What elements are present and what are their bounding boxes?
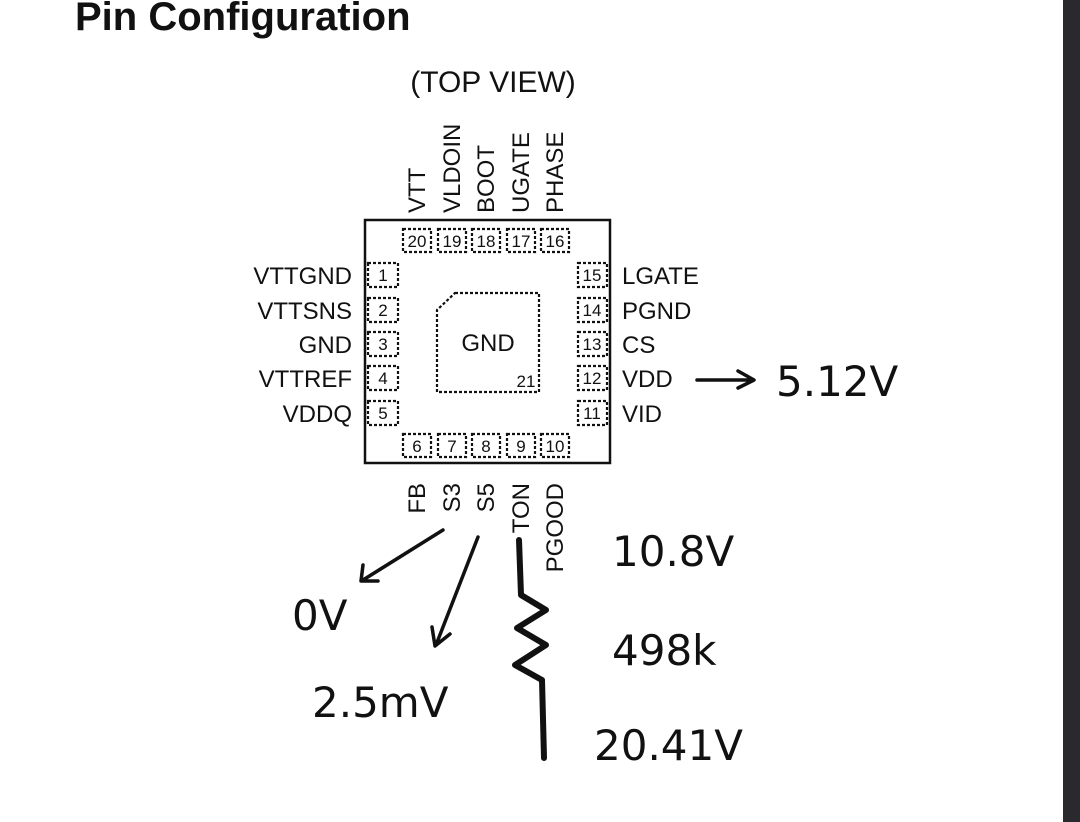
pin-pad (576, 364, 609, 392)
package-outline (363, 218, 612, 465)
page-title: Pin Configuration (75, 0, 411, 39)
pin-pad (366, 364, 400, 392)
pin-name: VTTSNS (257, 298, 352, 325)
pin-pad (366, 296, 400, 324)
pin-name: LGATE (622, 263, 699, 290)
pin-name: UGATE (508, 132, 535, 213)
pin-pad (576, 399, 609, 427)
ton-bottom-voltage: 20.41V (594, 721, 743, 770)
center-pad-label: GND (461, 330, 514, 357)
pin-name: PGOOD (542, 483, 569, 572)
pin-pad (505, 227, 537, 254)
pin-pad (366, 399, 400, 427)
pin-name: S5 (473, 483, 500, 512)
pin-name: VTT (404, 167, 431, 213)
pin-name: VID (622, 401, 662, 428)
pin-name: VLDOIN (439, 124, 466, 213)
pin-pad (470, 227, 502, 254)
pin-number: 16 (546, 232, 565, 251)
pin-name: TON (508, 483, 535, 533)
pin-number: 6 (412, 437, 421, 456)
pin-pad (436, 432, 468, 459)
pin-number: 8 (481, 437, 490, 456)
view-label: (TOP VIEW) (410, 66, 576, 99)
pin-name: VTTGND (253, 263, 352, 290)
pin-number: 10 (546, 437, 565, 456)
pin-number: 2 (378, 301, 387, 320)
pin-name: S3 (439, 483, 466, 512)
pin-pad (366, 261, 400, 289)
pin-pad (366, 330, 400, 358)
pin-name: PGND (622, 298, 691, 325)
s3-arrow-icon (359, 528, 445, 583)
vdd-arrow-icon (695, 369, 756, 390)
pin-number: 20 (408, 232, 427, 251)
center-pad (435, 291, 541, 394)
pin-number: 7 (447, 437, 456, 456)
side-panel-edge (1063, 0, 1080, 822)
pin-name: VDDQ (283, 401, 352, 428)
vdd-voltage: 5.12V (776, 357, 899, 406)
pin-name: PHASE (542, 132, 569, 213)
pin-pad (539, 432, 571, 459)
pin-name: GND (299, 332, 352, 359)
pin-number: 19 (443, 232, 462, 251)
pin-pad (470, 432, 502, 459)
pin-number: 14 (583, 301, 602, 320)
pin-pad (505, 432, 537, 459)
pin-name: BOOT (473, 145, 500, 213)
pin-name: VTTREF (259, 366, 352, 393)
pin-number: 3 (378, 335, 387, 354)
pin-pad (576, 330, 609, 358)
pin-number: 9 (516, 437, 525, 456)
s5-voltage: 2.5mV (312, 678, 449, 727)
pin-pad (539, 227, 571, 254)
pin-pad (576, 261, 609, 289)
center-pad-number: 21 (517, 372, 536, 391)
pin-number: 17 (512, 232, 531, 251)
s5-arrow-icon (430, 535, 480, 648)
pin-pad (401, 432, 433, 459)
pin-pad (576, 296, 609, 324)
pin-name: CS (622, 332, 655, 359)
pin-name: FB (404, 483, 431, 514)
ton-top-voltage: 10.8V (612, 527, 735, 576)
resistor-value: 498k (612, 626, 717, 675)
pin-number: 1 (378, 266, 387, 285)
pin-number: 11 (583, 404, 601, 423)
pin-number: 13 (583, 335, 602, 354)
pin-pad (401, 227, 433, 254)
pin-number: 4 (378, 369, 387, 388)
pin-number: 12 (583, 369, 602, 388)
pin-pad (436, 227, 468, 254)
s3-voltage: 0V (292, 591, 348, 640)
resistor-icon (512, 537, 549, 761)
pin-number: 5 (378, 404, 387, 423)
pin-number: 15 (583, 266, 602, 285)
pin-name: VDD (622, 366, 673, 393)
pin-number: 18 (477, 232, 496, 251)
